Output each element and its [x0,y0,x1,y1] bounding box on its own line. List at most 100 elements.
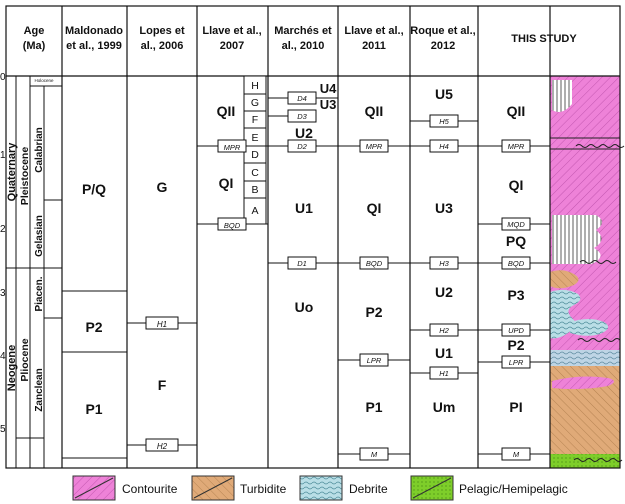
turbidite-lens [550,270,579,289]
contourite-lens [552,376,614,390]
llave2007-subunits: H G F E D C B A [251,80,259,217]
marches-horizon-d4: D4 [297,94,307,103]
roque-unit-u1: U1 [435,345,453,361]
legend-pelagic-label: Pelagic/Hemipelagic [459,482,568,496]
stage-gelasian: Gelasian [34,215,45,257]
llave2011-horizon-mpr: MPR [366,142,383,151]
header-marches: Marchés et [274,25,332,37]
header-llave2007: Llave et al., [202,25,261,37]
llave2011-horizon-lpr: LPR [367,356,382,365]
column-llave2011 [338,139,410,461]
marches-horizon-d1: D1 [297,259,307,268]
llave2007-subunit: F [252,114,258,126]
study-unit-pq: PQ [506,233,526,249]
lopes-horizon-h2: H2 [157,442,168,451]
lopes-unit-g: G [157,179,168,195]
study-horizon-mqd: MQD [507,220,525,229]
llave2007-horizon-bqd: BQD [224,221,241,230]
table-grid [5,5,621,469]
llave2011-horizon-m: M [371,450,378,459]
period-quaternary: Quaternary [6,142,18,202]
llave2007-unit-qii: QII [217,103,236,119]
epoch-pliocene: Pliocene [19,338,31,381]
age-ticks: 0 1 2 3 4 5 [0,72,6,435]
column-marches [268,91,338,270]
marches-unit-u2: U2 [295,125,313,141]
llave2007-subunit: H [251,80,259,92]
study-unit-qi: QI [509,177,524,193]
maldonado-unit-pq: P/Q [82,181,106,197]
legend-debrite-swatch [299,475,343,501]
roque-unit-u3: U3 [435,200,453,216]
lopes-horizon-h1: H1 [157,320,167,329]
lithology-wavy-2 [579,260,617,264]
stage-piacenzian: Piacen. [34,276,45,311]
header-roque: Roque et al., [410,25,475,37]
roque-unit-u2: U2 [435,284,453,300]
llave2007-subunit: E [251,132,258,144]
header-marches-year: al., 2010 [282,40,325,52]
llave2007-subunit: D [251,149,259,161]
lithology-column [550,76,625,468]
llave2007-subunit: A [251,205,258,217]
roque-horizon-h3: H3 [439,259,449,268]
roque-horizon-h5: H5 [439,117,449,126]
marches-unit-u3: U3 [320,97,337,112]
header-lopes: Lopes et [139,25,185,37]
llave2007-subunit: G [251,97,259,109]
lithology-wavy-3 [577,338,621,342]
epoch-pleistocene: Pleistocene [19,147,31,206]
age-tick-5: 5 [0,424,6,435]
maldonado-unit-p1: P1 [85,401,102,417]
roque-horizon-h4: H4 [439,142,449,151]
header-llave2011-year: 2011 [362,40,386,52]
header-maldonado-year: et al., 1999 [66,40,122,52]
study-unit-p2: P2 [507,337,524,353]
debrite-lens [570,319,609,336]
legend-contourite-label: Contourite [122,482,178,496]
age-tick-4: 4 [0,351,6,362]
age-tick-0: 0 [0,72,6,83]
llave2007-subunit: B [251,184,258,196]
llave2011-horizon-bqd: BQD [366,259,383,268]
header-maldonado: Maldonado [65,25,123,37]
column-llave2007 [197,75,268,231]
llave2007-horizon-mpr: MPR [224,143,241,152]
llave2011-unit-qii: QII [365,103,384,119]
header-age-unit: (Ma) [23,40,46,52]
age-tick-3: 3 [0,288,6,299]
marches-horizon-d3: D3 [297,112,307,121]
llave2011-unit-p2: P2 [365,304,382,320]
column-this-study [478,139,550,461]
lithology-wavy-4 [573,458,623,462]
roque-horizon-h1: H1 [439,369,449,378]
vertical-lines-mid [552,215,602,264]
header-llave2011: Llave et al., [344,25,403,37]
legend-pelagic-line [412,477,452,499]
llave2011-unit-qi: QI [367,200,382,216]
legend-turbidite-line [193,477,233,499]
header-row: Age (Ma) Maldonado et al., 1999 Lopes et… [23,25,578,52]
column-maldonado [62,290,127,459]
stage-zanclean: Zanclean [34,368,45,411]
marches-horizon-d2: D2 [297,142,307,151]
stage-calabrian: Calabrian [34,127,45,173]
roque-unit-u5: U5 [435,86,453,102]
debrite-band [550,350,620,366]
llave2011-unit-p1: P1 [365,399,382,415]
study-horizon-bqd: BQD [508,259,525,268]
age-tick-2: 2 [0,224,6,235]
period-neogene: Neogene [6,345,18,391]
legend-turbidite-label: Turbidite [240,482,287,496]
maldonado-unit-p2: P2 [85,319,102,335]
legend: Contourite Turbidite Debrite Pelagic/Hem… [72,475,568,501]
column-roque [410,114,478,380]
header-this-study: THIS STUDY [511,33,577,45]
age-column [6,76,62,468]
header-lopes-year: al., 2006 [141,40,184,52]
marches-unit-u1: U1 [295,200,313,216]
marches-unit-uo: Uo [295,299,314,315]
lopes-unit-f: F [158,377,167,393]
header-age: Age [24,25,45,37]
